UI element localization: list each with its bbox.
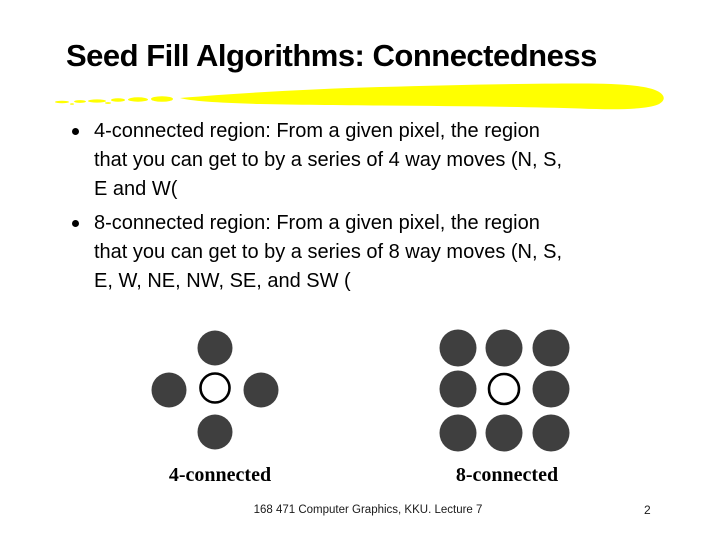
bullet-item-4-connected: 4-connected region: From a given pixel, … xyxy=(70,117,690,204)
bullet-text-block: 4-connected region: From a given pixel, … xyxy=(94,117,562,204)
pixel-dark-circle xyxy=(439,329,477,367)
bullet-text-line: E, W, NE, NW, SE, and SW ( xyxy=(94,270,351,292)
pixel-dark-circle xyxy=(439,414,477,452)
pixel-dark-circle xyxy=(532,329,570,367)
bullet-item-8-connected: 8-connected region: From a given pixel, … xyxy=(70,209,690,296)
diagram-label-8-connected: 8-connected xyxy=(455,464,559,486)
swoosh-speckle xyxy=(105,102,111,104)
pixel-dark-circle xyxy=(197,330,233,366)
swoosh-speckle xyxy=(88,99,106,103)
bullet-text-line: 8-connected region: From a given pixel, … xyxy=(94,212,540,234)
page-number: 2 xyxy=(644,503,651,517)
bullet-text-line: 4-connected region: From a given pixel, … xyxy=(94,120,540,142)
swoosh-speckle xyxy=(70,103,74,105)
seed-pixel-circle xyxy=(487,372,521,406)
pixel-dark-circle xyxy=(243,372,279,408)
pixel-dark-circle xyxy=(151,372,187,408)
swoosh-speckle xyxy=(74,100,86,103)
slide-title: Seed Fill Algorithms: Connectedness xyxy=(66,38,597,73)
seed-pixel-circle xyxy=(199,372,231,404)
swoosh-speckle xyxy=(128,97,148,102)
pixel-dark-circle xyxy=(439,370,477,408)
swoosh-speckle xyxy=(151,96,173,102)
pixel-dark-circle xyxy=(197,414,233,450)
diagram-8-connected xyxy=(439,329,570,452)
pixel-dark-circle xyxy=(485,414,523,452)
highlight-swoosh-stroke xyxy=(180,83,664,110)
bullet-text-line: that you can get to by a series of 4 way… xyxy=(94,149,562,171)
highlight-swoosh xyxy=(55,83,664,110)
bullet-text-block: 8-connected region: From a given pixel, … xyxy=(94,209,562,296)
bullet-list: 4-connected region: From a given pixel, … xyxy=(70,117,690,296)
diagram-4-connected xyxy=(151,330,279,450)
pixel-dark-circle xyxy=(485,329,523,367)
bullet-text-line: E and W( xyxy=(94,178,178,200)
swoosh-speckle xyxy=(55,100,69,104)
bullet-dot-icon xyxy=(72,128,79,135)
bullet-dot-icon xyxy=(72,220,79,227)
pixel-dark-circle xyxy=(532,414,570,452)
footer-text: 168 471 Computer Graphics, KKU. Lecture … xyxy=(253,504,483,516)
swoosh-speckle xyxy=(111,98,125,102)
pixel-dark-circle xyxy=(532,370,570,408)
bullet-text-line: that you can get to by a series of 8 way… xyxy=(94,241,562,263)
diagram-label-4-connected: 4-connected xyxy=(168,464,272,486)
